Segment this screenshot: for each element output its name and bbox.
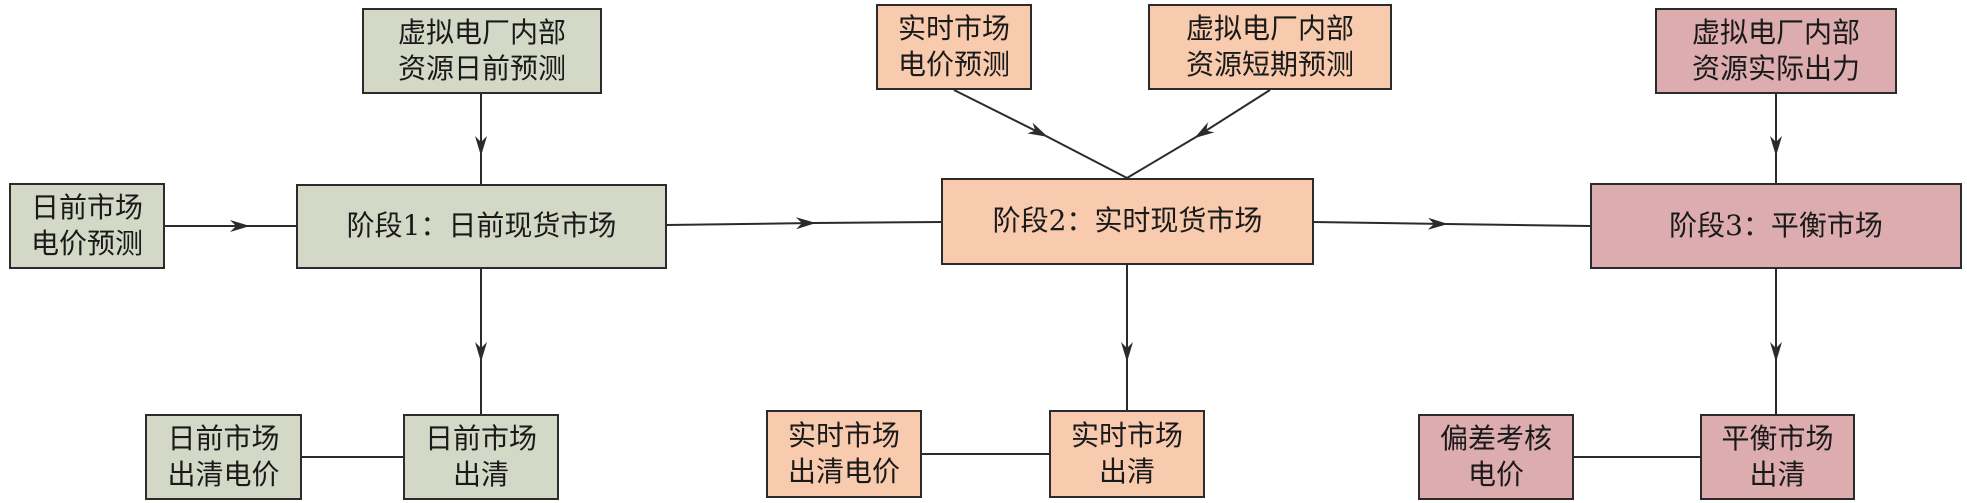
vpp-short-forecast-box: 虚拟电厂内部 资源短期预测: [1148, 4, 1392, 90]
da-clearing-box: 日前市场 出清: [403, 414, 559, 500]
vpp-short-forecast-label: 虚拟电厂内部 资源短期预测: [1185, 11, 1354, 81]
stage3-label: 阶段3：平衡市场: [1669, 208, 1883, 242]
da-price-forecast-box: 日前市场 电价预测: [9, 183, 165, 269]
edge-stage2-to-stage3-tail: [1445, 223, 1591, 227]
deviation-price-label: 偏差考核 电价: [1439, 421, 1552, 491]
rt-clearing-price-label: 实时市场 出清电价: [787, 418, 900, 488]
vpp-actual-output-label: 虚拟电厂内部 资源实际出力: [1691, 15, 1860, 85]
rt-clearing-label: 实时市场 出清: [1070, 418, 1183, 488]
vpp-da-forecast-label: 虚拟电厂内部 资源日前预测: [397, 15, 566, 85]
edge-stage1-to-stage2-tail: [813, 221, 943, 224]
rt-price-forecast-box: 实时市场 电价预测: [876, 4, 1032, 90]
stage2-label: 阶段2：实时现货市场: [992, 204, 1263, 238]
edge-stage2-to-stage3: [1312, 217, 1448, 230]
da-clearing-price-label: 日前市场 出清电价: [167, 421, 280, 491]
balance-clearing-label: 平衡市场 出清: [1721, 421, 1834, 491]
rt-price-forecast-label: 实时市场 电价预测: [897, 11, 1010, 81]
stage1-box: 阶段1：日前现货市场: [296, 184, 667, 269]
edge-stage1-to-stage2: [665, 217, 816, 230]
edge-vpp-short-to-stage2-tail: [1126, 136, 1197, 179]
edge-rt-price-to-stage2: [953, 89, 1048, 137]
da-clearing-price-box: 日前市场 出清电价: [145, 414, 302, 500]
edge-rt-price-to-stage2-tail: [1045, 135, 1128, 179]
da-price-forecast-label: 日前市场 电价预测: [30, 190, 143, 260]
vpp-da-forecast-box: 虚拟电厂内部 资源日前预测: [362, 8, 602, 94]
balance-clearing-box: 平衡市场 出清: [1700, 414, 1855, 500]
da-clearing-label: 日前市场 出清: [424, 421, 537, 491]
rt-clearing-price-box: 实时市场 出清电价: [766, 410, 922, 498]
edge-vpp-short-to-stage2: [1194, 89, 1271, 139]
stage2-box: 阶段2：实时现货市场: [941, 178, 1314, 265]
vpp-actual-output-box: 虚拟电厂内部 资源实际出力: [1655, 8, 1897, 94]
deviation-price-box: 偏差考核 电价: [1418, 414, 1574, 500]
stage3-box: 阶段3：平衡市场: [1590, 183, 1962, 269]
stage1-label: 阶段1：日前现货市场: [346, 209, 617, 243]
rt-clearing-box: 实时市场 出清: [1049, 410, 1205, 498]
